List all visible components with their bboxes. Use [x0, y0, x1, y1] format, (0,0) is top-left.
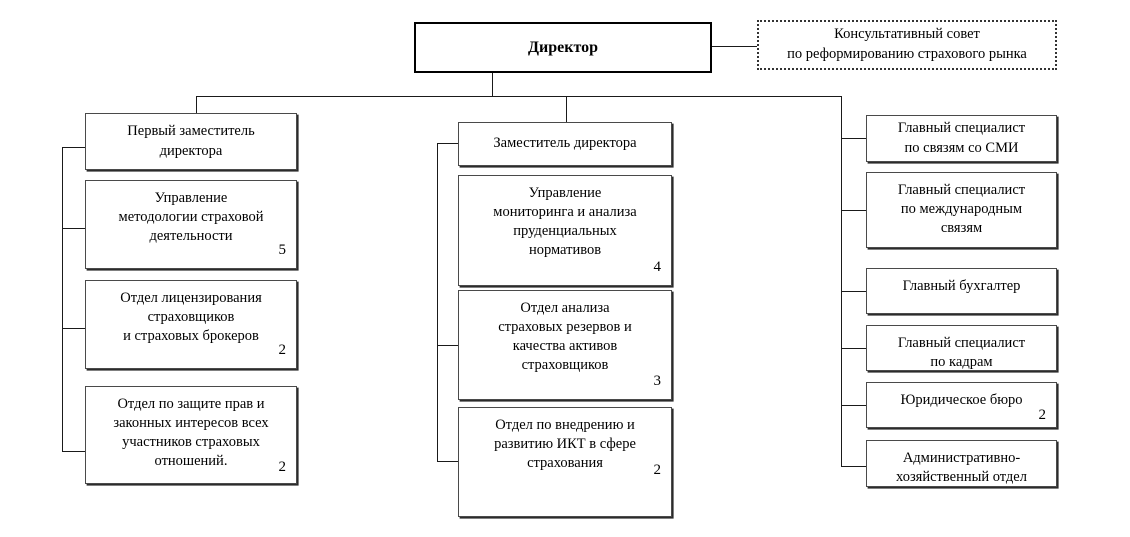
box-middle-2[interactable]: Управление мониторинга и анализа пруденц… [458, 175, 672, 286]
connector-main-bus [196, 96, 842, 98]
box-middle-1[interactable]: Заместитель директора [458, 122, 672, 166]
box-director[interactable]: Директор [414, 22, 712, 73]
connector-bus-to-left-head [196, 96, 198, 114]
box-middle-2-count: 4 [653, 259, 662, 275]
box-right-4-label: Главный специалист по кадрам [897, 335, 1026, 371]
box-middle-4[interactable]: Отдел по внедрению и развитию ИКТ в сфер… [458, 407, 672, 517]
connector-bus-to-middle-head [566, 96, 568, 123]
connector-left-stub-2 [62, 228, 86, 230]
box-middle-4-label: Отдел по внедрению и развитию ИКТ в сфер… [494, 417, 636, 472]
box-left-4-label: Отдел по защите прав и законных интересо… [113, 396, 269, 470]
box-middle-4-count: 2 [653, 462, 662, 478]
box-right-1-label: Главный специалист по связям со СМИ [897, 120, 1026, 156]
box-left-1[interactable]: Первый заместитель директора [85, 113, 297, 170]
box-left-2[interactable]: Управление методологии страховой деятель… [85, 180, 297, 269]
connector-right-stub-3 [841, 291, 867, 293]
connector-left-stub-3 [62, 328, 86, 330]
connector-right-spine [841, 96, 843, 466]
box-left-3-label: Отдел лицензирования страховщиков и стра… [120, 290, 262, 345]
box-left-4[interactable]: Отдел по защите прав и законных интересо… [85, 386, 297, 484]
connector-left-spine [62, 147, 64, 451]
box-right-2-label: Главный специалист по международным связ… [897, 182, 1026, 237]
connector-right-stub-2 [841, 210, 867, 212]
box-left-2-label: Управление методологии страховой деятель… [118, 190, 264, 245]
connector-right-stub-1 [841, 138, 867, 140]
box-left-1-label: Первый заместитель директора [127, 123, 255, 159]
box-right-3[interactable]: Главный бухгалтер [866, 268, 1057, 314]
connector-middle-spine [437, 143, 439, 461]
connector-left-stub-1 [62, 147, 86, 149]
box-left-4-count: 2 [278, 459, 287, 475]
box-right-5[interactable]: Юридическое бюро 2 [866, 382, 1057, 428]
box-middle-3-count: 3 [653, 373, 662, 389]
box-right-3-label: Главный бухгалтер [902, 278, 1021, 294]
box-middle-1-label: Заместитель директора [493, 135, 637, 152]
connector-middle-stub-2 [437, 345, 459, 347]
box-left-3-count: 2 [278, 342, 287, 358]
connector-right-stub-4 [841, 348, 867, 350]
connector-right-stub-5 [841, 405, 867, 407]
box-right-1[interactable]: Главный специалист по связям со СМИ [866, 115, 1057, 162]
connector-director-to-advisory [712, 46, 758, 48]
connector-director-stem [492, 73, 494, 97]
box-advisory-council-label: Консультативный совет по реформированию … [787, 26, 1027, 62]
box-left-2-count: 5 [278, 242, 287, 258]
box-left-3[interactable]: Отдел лицензирования страховщиков и стра… [85, 280, 297, 369]
box-right-5-count: 2 [1038, 407, 1047, 423]
box-middle-3[interactable]: Отдел анализа страховых резервов и качес… [458, 290, 672, 400]
connector-middle-stub-1 [437, 143, 459, 145]
box-right-2[interactable]: Главный специалист по международным связ… [866, 172, 1057, 248]
connector-middle-stub-3 [437, 461, 459, 463]
connector-left-stub-4 [62, 451, 86, 453]
box-advisory-council[interactable]: Консультативный совет по реформированию … [757, 20, 1057, 70]
box-right-6-label: Административно- хозяйственный отдел [896, 450, 1027, 486]
box-right-5-label: Юридическое бюро [900, 392, 1023, 408]
box-middle-2-label: Управление мониторинга и анализа пруденц… [493, 185, 637, 259]
box-right-6[interactable]: Административно- хозяйственный отдел [866, 440, 1057, 487]
connector-right-stub-6 [841, 466, 867, 468]
box-middle-3-label: Отдел анализа страховых резервов и качес… [498, 300, 632, 374]
box-right-4[interactable]: Главный специалист по кадрам [866, 325, 1057, 371]
box-director-label: Директор [528, 38, 598, 56]
